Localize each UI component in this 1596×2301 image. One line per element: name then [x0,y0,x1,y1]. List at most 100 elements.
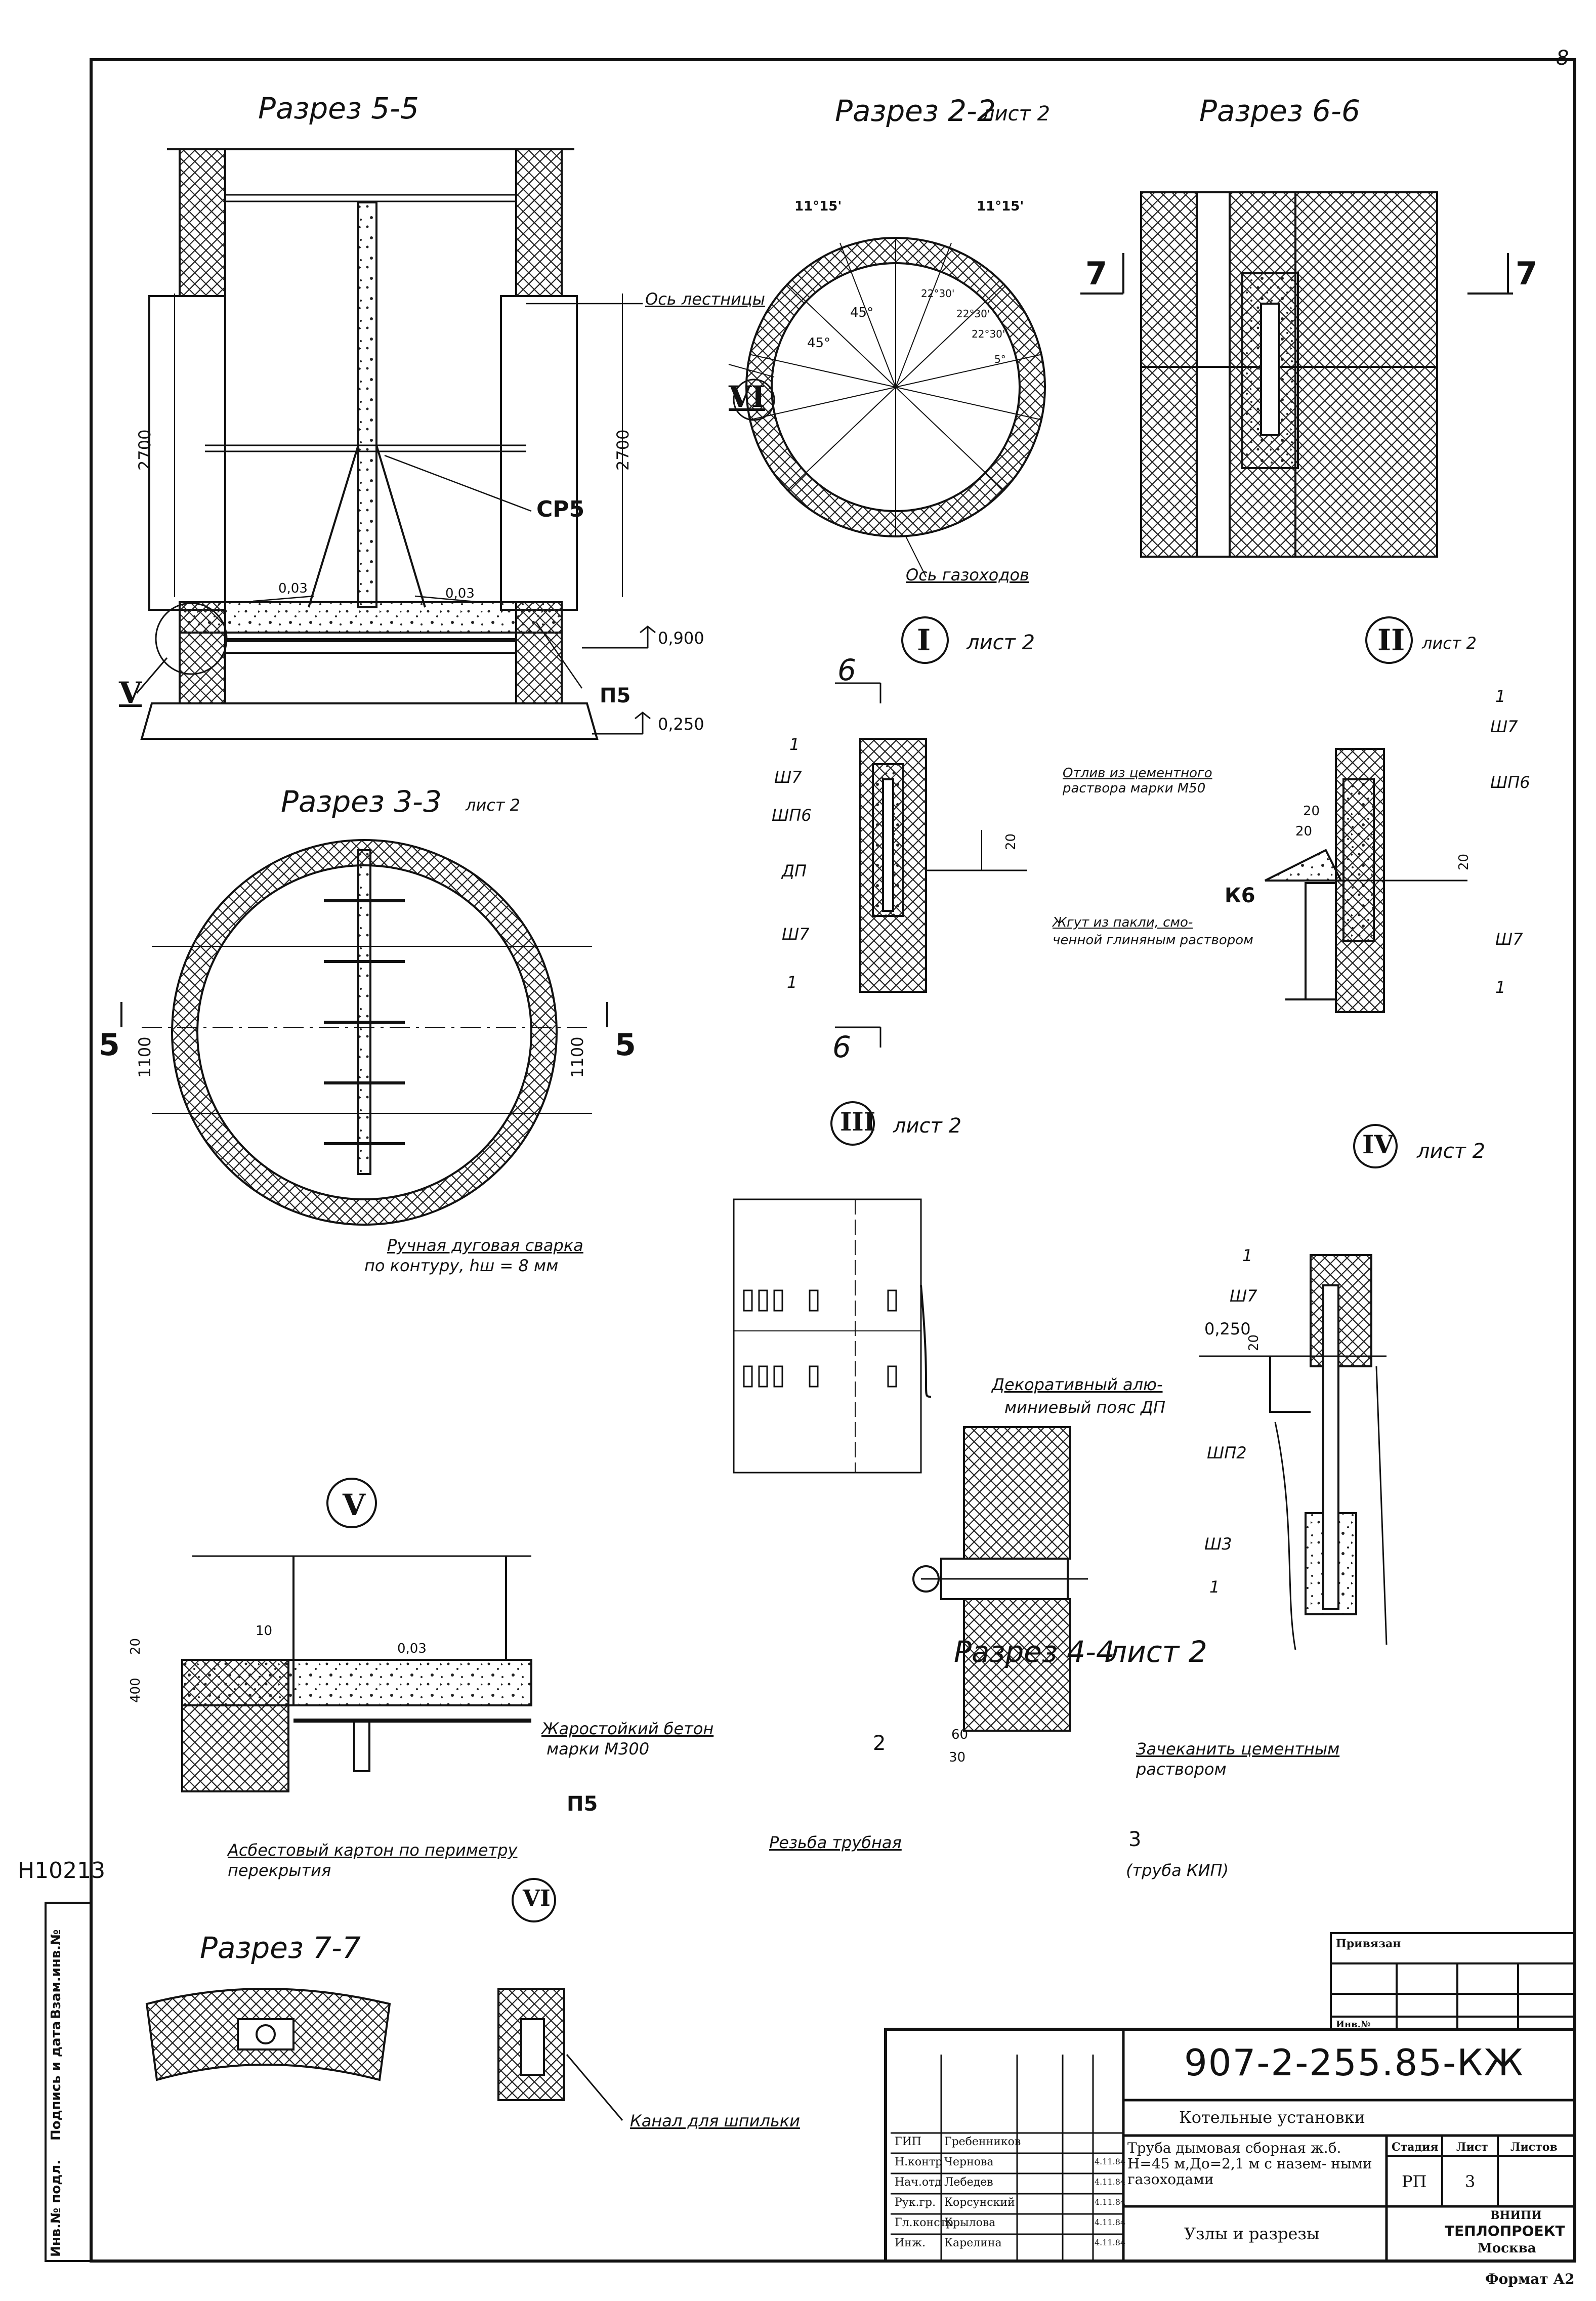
node-2-note3: Жгут из пакли, смо- [1053,915,1193,930]
title-name-0: Гребенников [944,2136,1021,2148]
title-col-sheets: Листов [1510,2141,1558,2154]
node-4-mark: IV [1362,1129,1394,1159]
section-3-3-graphic [120,839,608,1226]
title-role-4: Гл.констр [895,2216,953,2229]
node-2-note4: ченной глиняным раствором [1053,933,1253,948]
node-5-graphic [181,1478,532,1792]
section-4-4-note2: раствором [1136,1760,1227,1779]
node-4-l5: 1 [1209,1577,1220,1597]
plate-p5: П5 [600,684,631,707]
node-5-dim-400: 400 [128,1678,143,1703]
section-4-4-sheet: лист 2 [1108,1635,1207,1669]
title-sheet: 3 [1465,2172,1476,2191]
node-1-cut-top: 6 [837,653,856,687]
node-2-mark: II [1377,623,1405,657]
angle-22a: 22°30' [921,287,955,300]
margin-label-replace: Взам.инв.№ [49,1929,64,2019]
title-date-1: 4.11.84 [1095,2157,1126,2166]
title-date-2: 4.11.84 [1095,2177,1126,2187]
node-1-dim: 20 [1003,833,1019,850]
section-3-3-dim-right: 1100 [568,1036,587,1078]
cut-7-right: 7 [1516,255,1538,292]
node-5-dim-20: 20 [128,1638,143,1655]
section-4-4-d60: 60 [951,1727,969,1742]
title-col-sheet: Лист [1456,2141,1488,2154]
node-1-l3: ШП6 [772,806,812,825]
section-6-6-title: Разрез 6-6 [1199,94,1360,128]
node-2-d2: 20 [1295,824,1313,839]
title-date-5: 4.11.84 [1095,2238,1126,2247]
node-4-level: 0,250 [1204,1319,1251,1338]
node-1-l4: ДП [782,861,807,881]
node-3-note2: миниевый пояс ДП [1004,1398,1166,1417]
margin-label-sign: Подпись и дата [49,2021,64,2141]
node-1-l5: Ш7 [782,925,810,944]
node-4-sheet: лист 2 [1417,1140,1486,1163]
title-name-1: Чернова [944,2156,994,2168]
angle-45: 45° [850,305,874,320]
node-5-note3: Асбестовый картон по периметру [228,1840,518,1860]
node-5-note1: Жаростойкий бетон [541,1719,714,1738]
title-project: Котельные установки [1179,2108,1365,2127]
angle-right: 11°15' [977,199,1024,214]
node-1-l1: 1 [789,735,800,754]
node-v-ref: V [119,676,142,710]
dim-2700-right: 2700 [613,429,633,471]
node-4-l2: Ш7 [1230,1286,1257,1306]
title-role-3: Рук.гр. [895,2196,936,2209]
section-3-3-title: Разрез 3-3 [281,784,442,819]
angle-left: 11°15' [794,199,842,214]
gas-axis-label: Ось газоходов [906,565,1029,584]
node-4-graphic [1199,1124,1398,1650]
node-2-note1: Отлив из цементного [1063,766,1212,781]
title-col-stage: Стадия [1392,2141,1439,2154]
section-2-2-title: Разрез 2-2 [835,94,996,128]
angle-22c: 22°30' [972,328,1005,340]
node-6-mark: VI [523,1886,551,1911]
node-3-graphic [733,1101,932,1474]
title-role-5: Инж. [895,2237,926,2249]
node-1-sheet: лист 2 [967,631,1035,654]
title-code: 907-2-255.85-КЖ [1184,2041,1524,2084]
title-description: Труба дымовая сборная ж.б. Н=45 м,До=2,1… [1127,2140,1372,2188]
node-3-sheet: лист 2 [893,1114,962,1138]
slope-left: 0,03 [278,581,308,596]
cut-7-left: 7 [1085,255,1108,292]
title-org2: ТЕПЛОПРОЕКТ [1445,2223,1565,2239]
node-1-cut-bottom: 6 [832,1030,851,1064]
node-vi-ref: VI [729,380,766,414]
section-2-2-graphic [728,237,1046,577]
margin-label-inv: Инв.№ подл. [49,2159,64,2257]
title-name-5: Карелина [944,2237,1002,2249]
node-6-graphic [497,1878,623,2121]
node-2-d3: 20 [1456,853,1472,870]
title-binding: Привязан [1336,1937,1401,1950]
node-2-graphic [1265,616,1467,1013]
angle-45b: 45° [807,336,831,351]
section-5-5-graphic [136,148,656,740]
section-4-4-d30: 30 [949,1750,966,1765]
title-name-2: Лебедев [944,2176,993,2189]
section-4-4-l2: 2 [873,1732,886,1755]
node-2-sheet: лист 2 [1422,634,1477,653]
section-4-4-graphic [912,1426,1088,1732]
node-1-l6: 1 [787,973,797,992]
node-2-l1: 1 [1495,687,1506,706]
node-4-l1: 1 [1242,1246,1253,1265]
title-name-3: Корсунский [944,2196,1015,2209]
section-4-4-title: Разрез 4-4 [954,1635,1115,1669]
section-4-4-l3: 3 [1128,1828,1142,1851]
title-format: Формат А2 [1485,2271,1575,2287]
node-5-note4: перекрытия [228,1861,331,1880]
title-block-grid [884,1932,1576,2263]
node-2-l6: 1 [1495,978,1506,997]
node-4-dim: 20 [1246,1334,1262,1351]
section-7-7-title: Разрез 7-7 [200,1931,361,1965]
node-5-dim-10: 10 [256,1623,273,1639]
ladder-axis-label: Ось лестницы [645,289,765,309]
section-3-3-dim-left: 1100 [135,1036,154,1078]
section-4-4-note1: Зачеканить цементным [1136,1739,1340,1759]
title-stage: РП [1402,2172,1427,2191]
level-0900: 0,900 [658,629,704,648]
